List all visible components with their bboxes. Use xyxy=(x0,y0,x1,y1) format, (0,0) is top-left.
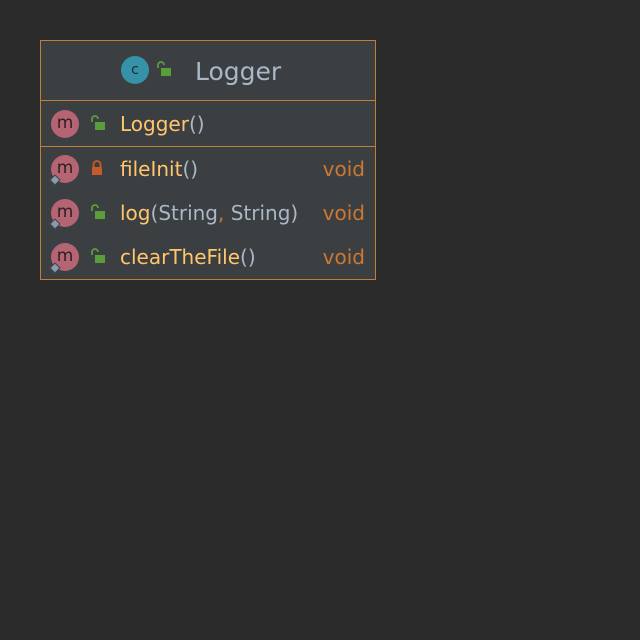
method-row-log[interactable]: m log(String, String) void xyxy=(41,191,375,235)
public-unlock-icon xyxy=(89,204,107,224)
public-unlock-icon xyxy=(89,248,107,268)
public-unlock-icon xyxy=(89,115,107,135)
method-signature: clearTheFile() xyxy=(120,245,256,269)
constructor-signature: Logger() xyxy=(120,112,205,136)
method-signature: log(String, String) xyxy=(120,201,299,225)
method-icon: m xyxy=(49,155,79,186)
return-type: void xyxy=(322,245,365,269)
class-icon: c xyxy=(121,56,149,84)
return-type: void xyxy=(322,157,365,181)
method-icon: m xyxy=(49,243,79,274)
method-icon: m xyxy=(49,199,79,230)
method-row-fileinit[interactable]: m fileInit() void xyxy=(41,147,375,191)
class-name: Logger xyxy=(195,57,282,86)
method-icon: m xyxy=(51,110,79,138)
class-node-logger[interactable]: c Logger m Logger() m fileInit() voi xyxy=(40,40,376,280)
method-signature: fileInit() xyxy=(120,157,199,181)
method-row-cleanthefile[interactable]: m clearTheFile() void xyxy=(41,235,375,279)
constructor-row[interactable]: m Logger() xyxy=(41,101,375,147)
private-lock-icon xyxy=(89,160,105,180)
public-unlock-icon xyxy=(155,61,173,81)
return-type: void xyxy=(322,201,365,225)
class-header: c Logger xyxy=(41,41,375,101)
